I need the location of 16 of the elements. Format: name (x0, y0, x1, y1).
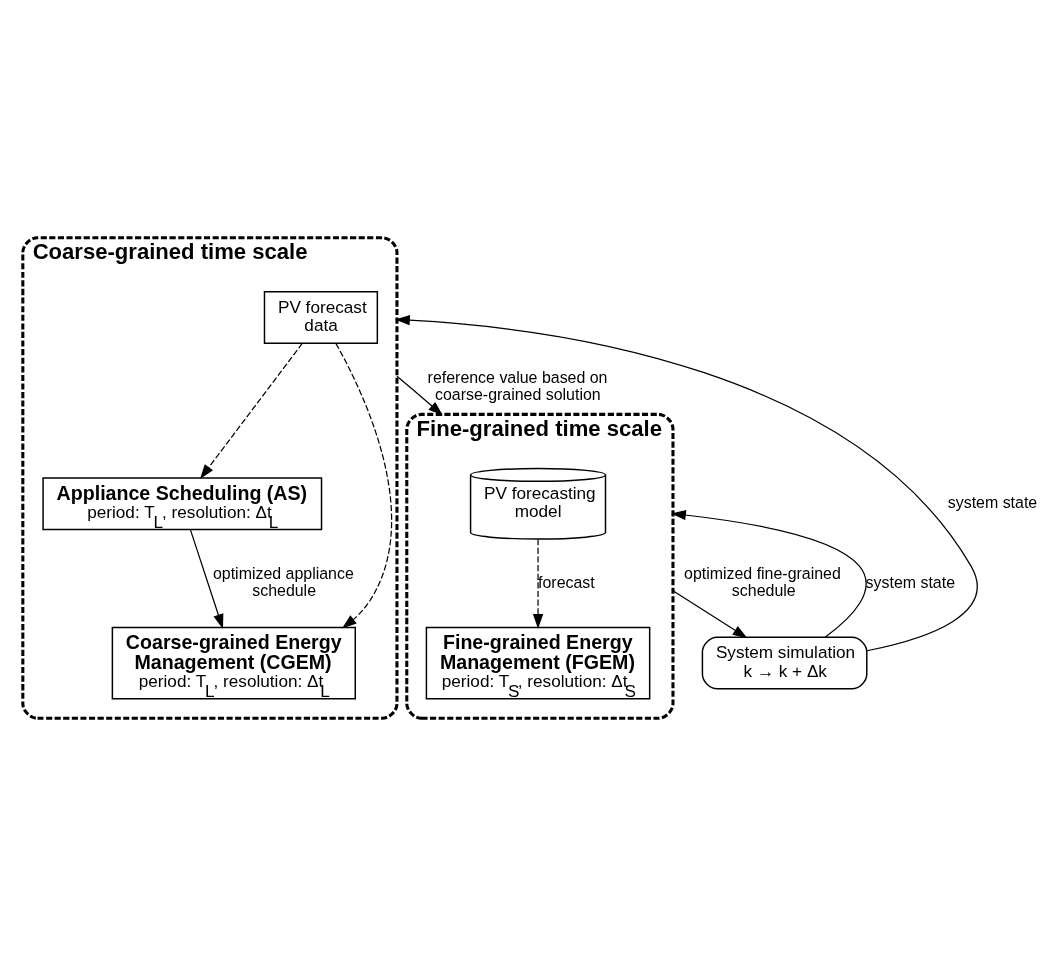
arrow (672, 590, 748, 639)
arrow (532, 538, 544, 629)
arrow (189, 529, 224, 629)
arrow (200, 342, 303, 480)
arrow (396, 375, 443, 416)
arrow (335, 343, 392, 629)
edge-label: system state (947, 493, 1038, 511)
node-box: System simulation k → k + Δk (701, 636, 868, 690)
edge-label: optimized fine-grained schedule (684, 564, 841, 600)
edge-label: forecast (538, 573, 595, 591)
edge-label: optimized appliance schedule (212, 564, 354, 600)
node-box: PV forecast data (263, 290, 379, 344)
edge-label: system state (865, 573, 956, 591)
arrow (395, 315, 978, 652)
edge-label: reference value based on coarse-grained solution (427, 368, 608, 404)
arrow (671, 509, 867, 638)
